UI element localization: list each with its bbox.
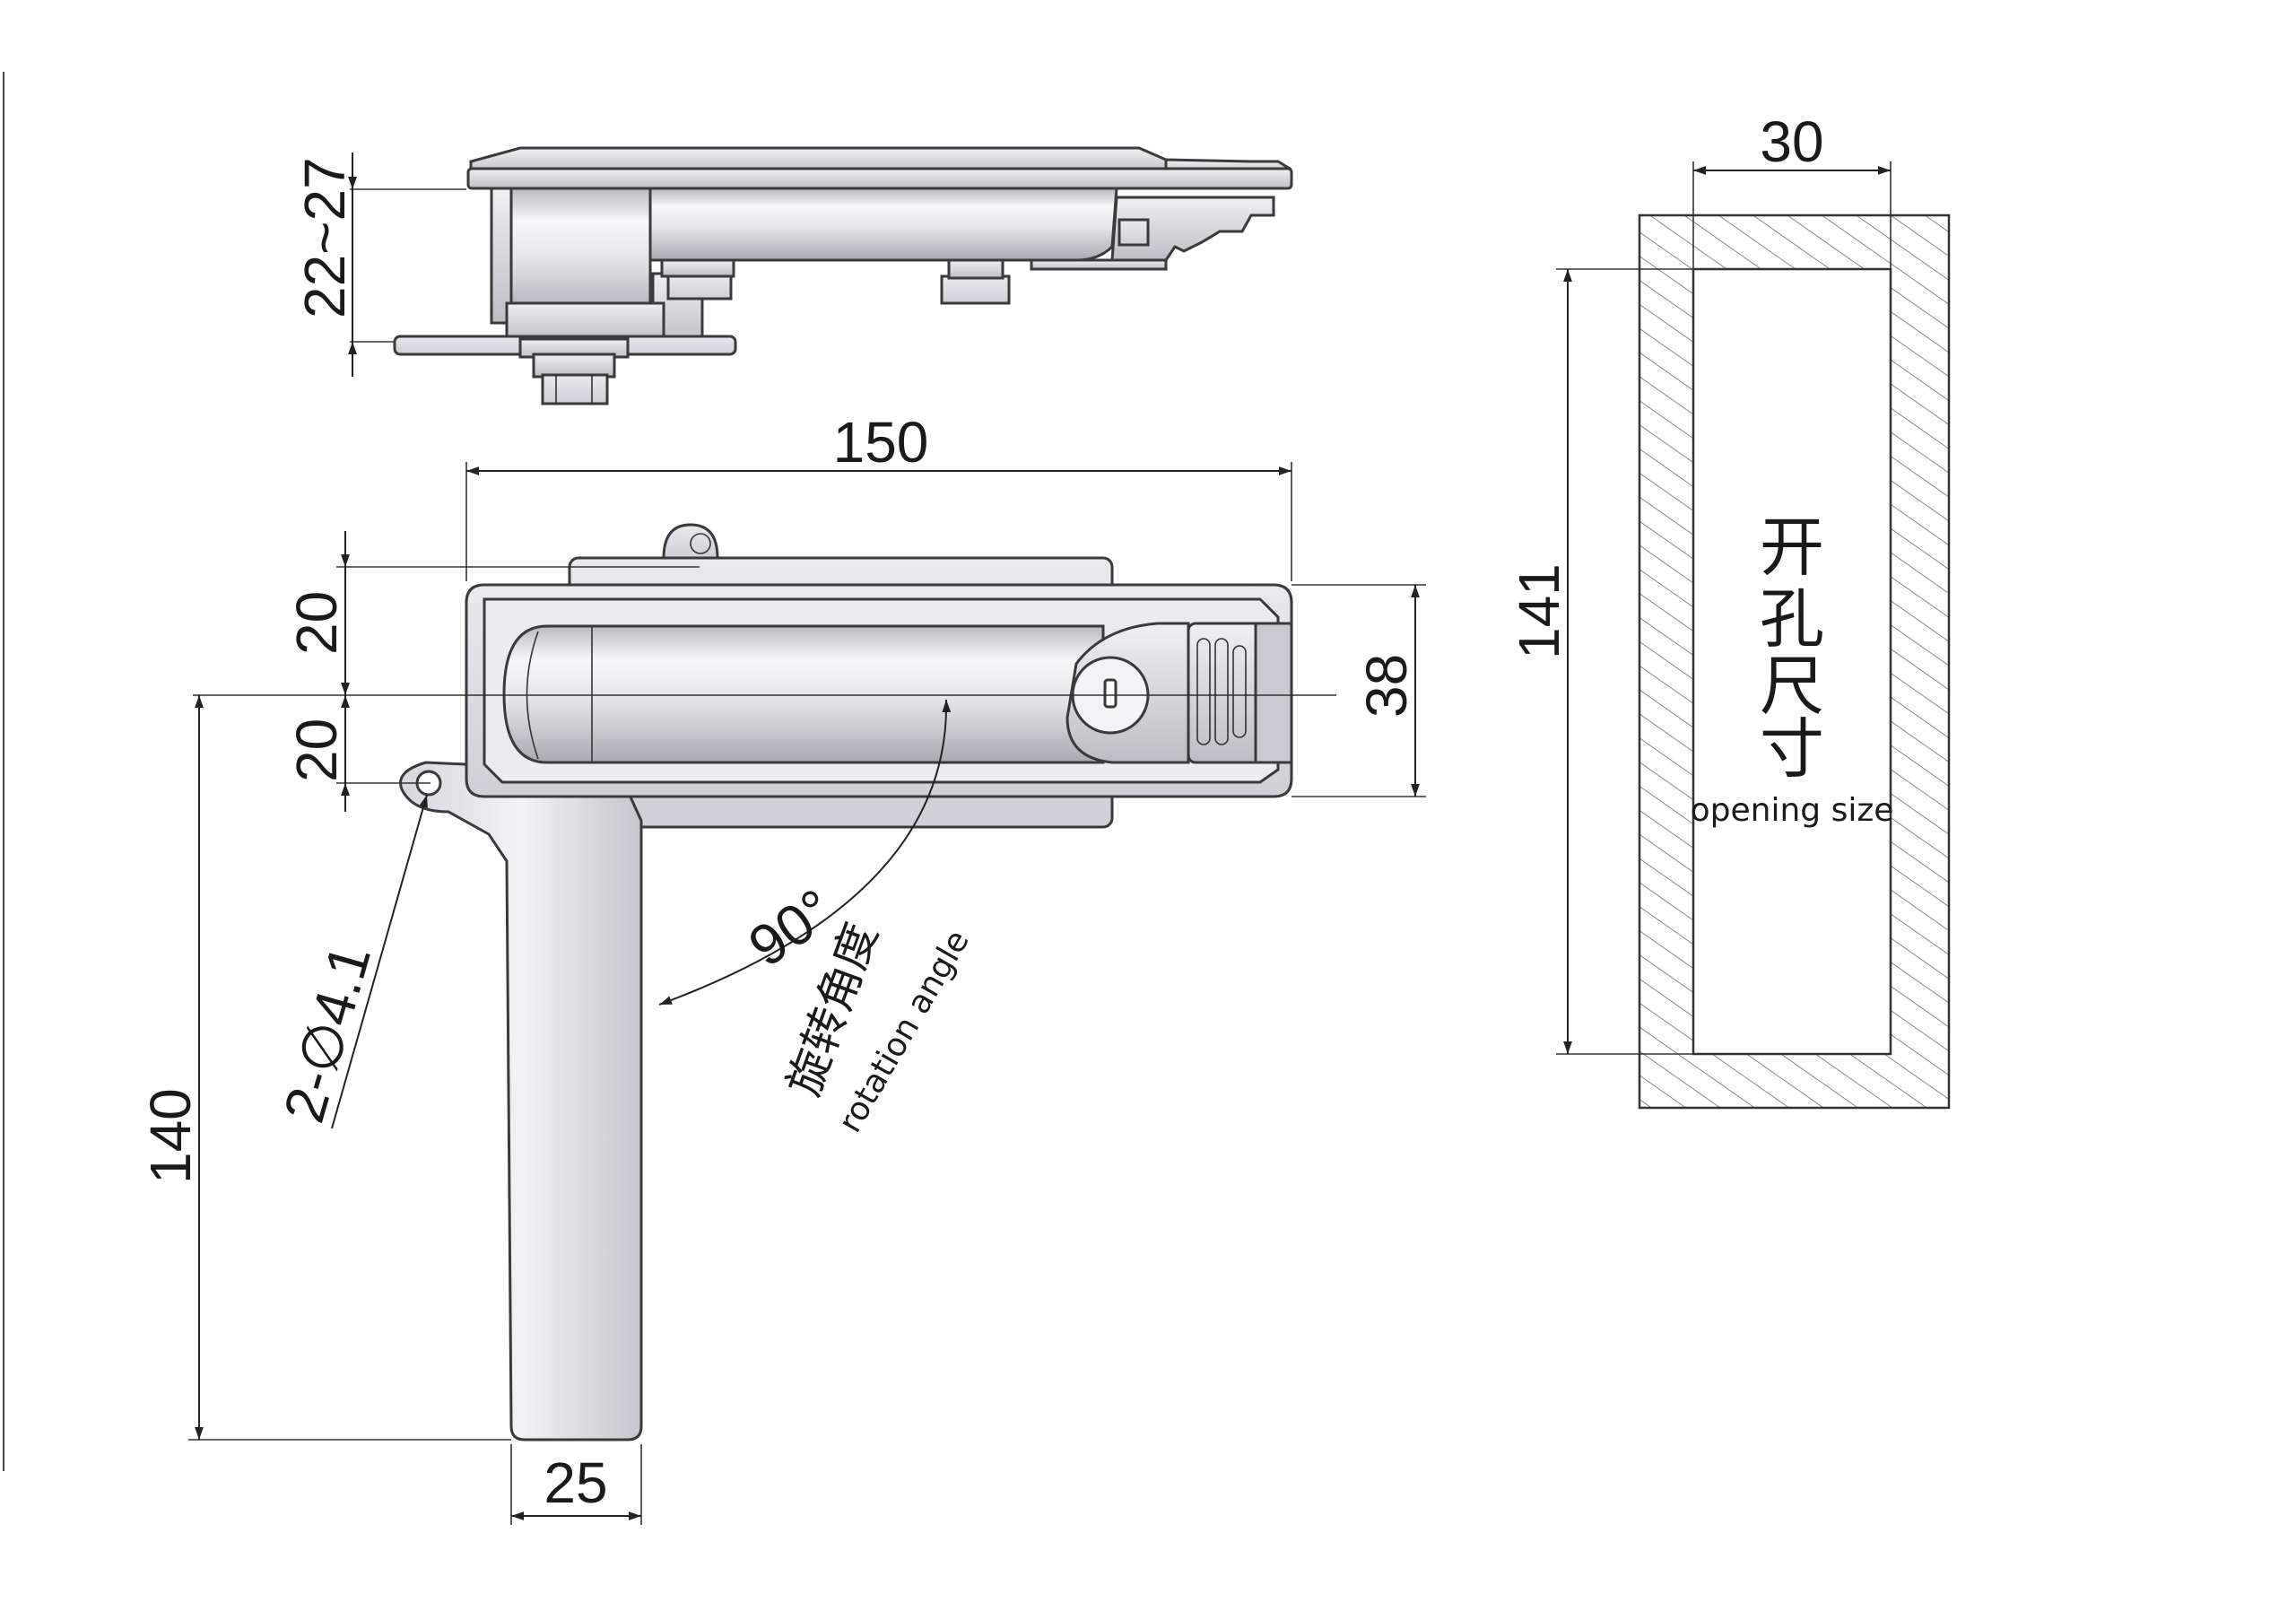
offset-dimensions: 20 20 [193, 531, 1336, 812]
cutout-height-label: 141 [1507, 563, 1571, 659]
handle-length-label: 140 [138, 1088, 203, 1184]
cutout-cn-char-3: 尺 [1760, 649, 1824, 724]
cutout-cn-char-4: 寸 [1760, 711, 1824, 787]
length-dimension: 150 [465, 410, 1292, 581]
width-label: 38 [1354, 654, 1419, 718]
thickness-label: 22~27 [292, 157, 357, 318]
cutout-view: 开 孔 尺 寸 opening size [1638, 213, 1951, 1110]
hole-spec-label: 2-∅4.1 [271, 937, 383, 1129]
cutout-width-label: 30 [1760, 109, 1823, 174]
hole-callout: 2-∅4.1 [271, 794, 428, 1129]
cutout-width-dimension: 30 [1692, 109, 1892, 269]
cutout-height-dimension: 141 [1507, 268, 1693, 1055]
length-label: 150 [833, 410, 929, 475]
lower-offset-label: 20 [284, 719, 349, 782]
handle-width-label: 25 [544, 1450, 607, 1515]
upper-offset-label: 20 [284, 591, 349, 655]
cutout-cn-char-1: 开 [1760, 510, 1824, 585]
width-dimension: 38 [1292, 584, 1426, 797]
cutout-en-label: opening size [1691, 792, 1894, 829]
cutout-cn-char-2: 孔 [1760, 581, 1824, 657]
side-view [393, 146, 1293, 405]
handle-length-dimension: 140 [138, 695, 511, 1441]
thickness-dimension: 22~27 [292, 152, 466, 377]
front-view [399, 523, 1293, 1441]
handle-width-dimension: 25 [510, 1444, 642, 1525]
